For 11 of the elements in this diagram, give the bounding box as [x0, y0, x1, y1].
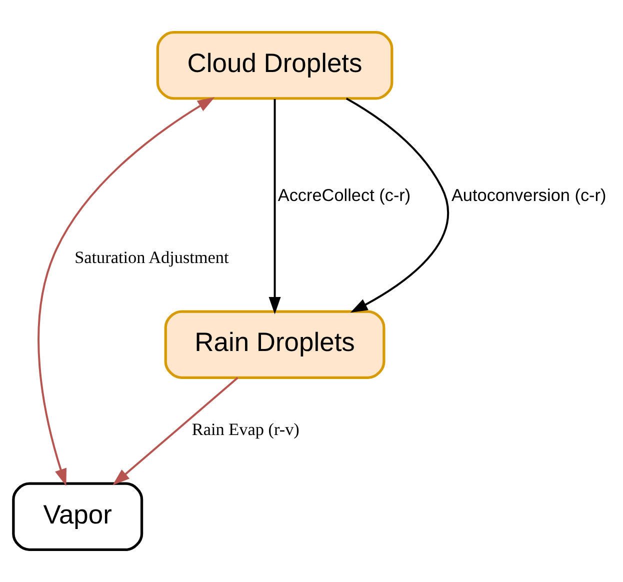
- node-box: Vapor: [12, 482, 144, 552]
- node-box: Rain Droplets: [164, 310, 386, 379]
- arrow: [38, 97, 215, 486]
- arrow: [346, 98, 449, 313]
- arrow: [268, 98, 281, 314]
- node-box: Cloud Droplets: [156, 30, 394, 100]
- edge-label: Autoconversion (c-r): [451, 184, 606, 205]
- edge-label: Rain Evap (r-v): [192, 420, 300, 440]
- edge-label: AccreCollect (c-r): [278, 184, 411, 205]
- arrow: [112, 377, 238, 486]
- edge-label: Saturation Adjustment: [74, 248, 229, 268]
